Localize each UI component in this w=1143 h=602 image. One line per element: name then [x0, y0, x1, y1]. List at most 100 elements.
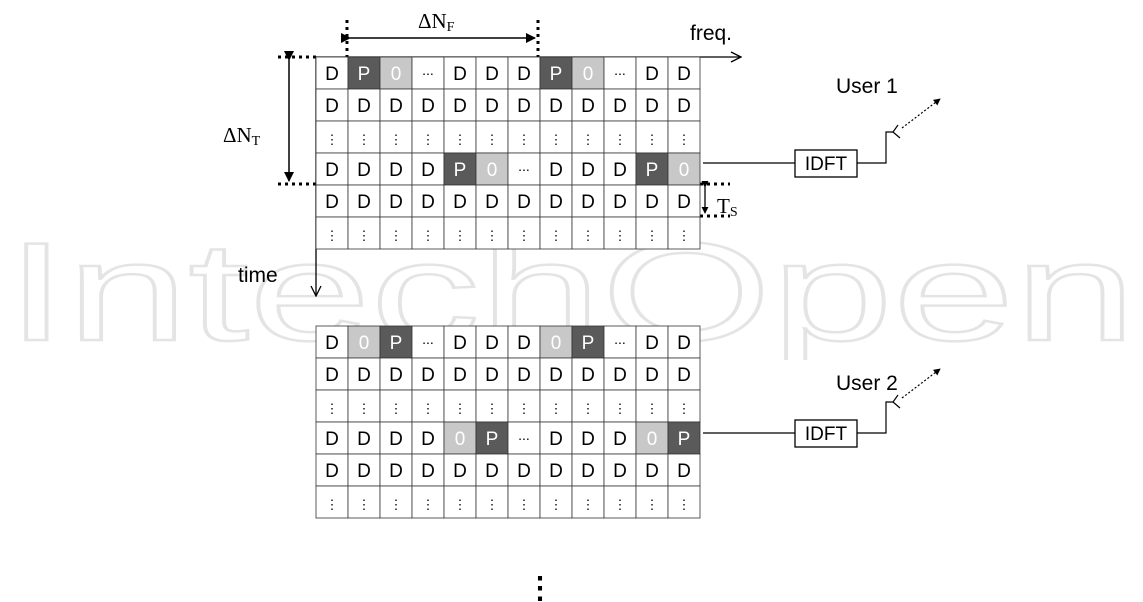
grid-cell-symbol: D — [645, 192, 659, 213]
grid-cell — [411, 120, 445, 154]
grid-cell-symbol: ⋮ — [326, 497, 339, 512]
grid-cell — [411, 56, 445, 90]
grid-cell-symbol: ⋮ — [358, 228, 371, 243]
grid-cell-symbol: D — [389, 96, 403, 117]
grid-cell — [667, 485, 701, 519]
grid-cell — [667, 152, 701, 186]
grid-cell-symbol: ⋮ — [486, 228, 499, 243]
grid-cell — [571, 216, 605, 250]
grid-cell-symbol: D — [453, 96, 467, 117]
grid-cell-symbol: ⋮ — [422, 132, 435, 147]
grid-cell — [539, 485, 573, 519]
grid-cell-symbol: D — [453, 461, 467, 482]
grid-cell-symbol: ⋮ — [582, 497, 595, 512]
grid-cell-symbol: ⋮ — [454, 401, 467, 416]
grid-cell-symbol: ⋮ — [678, 401, 691, 416]
grid-cell-symbol: D — [325, 192, 339, 213]
grid-cell-symbol: D — [581, 461, 595, 482]
grid-cell-symbol: ⋮ — [358, 401, 371, 416]
grid-cell — [443, 184, 477, 218]
grid-cell-symbol: ⋮ — [486, 132, 499, 147]
grid-cell-symbol: D — [645, 365, 659, 386]
grid-cell-symbol: D — [517, 64, 531, 85]
grid-cell-symbol: D — [645, 461, 659, 482]
grid-cell-symbol: D — [517, 365, 531, 386]
grid-cell-symbol: ⋮ — [326, 228, 339, 243]
grid-cell-symbol: D — [357, 461, 371, 482]
grid-cell-symbol: D — [581, 192, 595, 213]
grid-cell-symbol: D — [549, 429, 563, 450]
grid-cell-symbol: D — [485, 461, 499, 482]
grid-cell — [443, 389, 477, 423]
grid-cell-symbol: ⋮ — [582, 132, 595, 147]
grid-cell — [347, 421, 381, 455]
grid-cell-symbol: ⋮ — [326, 401, 339, 416]
grid-cell-symbol: 0 — [487, 160, 498, 181]
grid-cell-symbol: D — [677, 96, 691, 117]
grid-cell — [635, 216, 669, 250]
grid-cell-symbol: ⋮ — [454, 497, 467, 512]
grid-cell-symbol: 0 — [583, 64, 594, 85]
grid-cell — [347, 453, 381, 487]
signal-icon-user-1 — [901, 98, 941, 129]
grid-cell-symbol: D — [325, 96, 339, 117]
grid-cell-symbol: ⋮ — [678, 228, 691, 243]
grid-cell-symbol: D — [549, 96, 563, 117]
grid-cell — [443, 325, 477, 359]
grid-cell-symbol: D — [389, 192, 403, 213]
grid-cell-symbol: ⋮ — [422, 497, 435, 512]
grid-cell-symbol: D — [389, 160, 403, 181]
grid-cell — [443, 56, 477, 90]
grid-cell-symbol: ⋮ — [614, 228, 627, 243]
grid-cell-symbol: 0 — [391, 64, 402, 85]
grid-cell-symbol: D — [517, 96, 531, 117]
grid-cell-symbol: ... — [614, 331, 626, 347]
grid-cell — [507, 88, 541, 122]
grid-cell-symbol: 0 — [551, 333, 562, 354]
grid-cell — [667, 88, 701, 122]
grid-cell-symbol: D — [485, 96, 499, 117]
grid-cell — [635, 357, 669, 391]
grid-cell — [443, 453, 477, 487]
grid-cell — [571, 184, 605, 218]
grid-cell — [667, 357, 701, 391]
grid-cell-symbol: 0 — [455, 429, 466, 450]
grid-cell-symbol: ... — [518, 158, 530, 174]
grid-cell — [411, 216, 445, 250]
grid-cell-symbol: ⋮ — [646, 401, 659, 416]
grid-cell — [571, 88, 605, 122]
grid-cell-symbol: ⋮ — [454, 228, 467, 243]
grid-cell-symbol: P — [550, 64, 563, 85]
grid-cell-symbol: D — [581, 365, 595, 386]
grid-cell-symbol: 0 — [647, 429, 658, 450]
grid-cell-symbol: ⋮ — [358, 497, 371, 512]
svg-text:ΔNF: ΔNF — [418, 9, 455, 35]
grid-cell — [315, 120, 349, 154]
grid-cell — [443, 357, 477, 391]
grid-cell-symbol: D — [485, 192, 499, 213]
grid-cell-symbol: D — [645, 64, 659, 85]
grid-cell-symbol: ⋮ — [678, 132, 691, 147]
grid-cell-symbol: ⋮ — [518, 228, 531, 243]
grid-cell — [507, 453, 541, 487]
grid-cell-symbol: ⋮ — [550, 228, 563, 243]
idft-label-user-2: IDFT — [805, 424, 848, 445]
grid-cell — [443, 216, 477, 250]
grid-cell — [411, 325, 445, 359]
grid-cell-symbol: D — [581, 160, 595, 181]
grid-cell — [667, 421, 701, 455]
grid-cell-symbol: ... — [614, 62, 626, 78]
grid-cell-symbol: P — [486, 429, 499, 450]
grid-cell-symbol: D — [613, 160, 627, 181]
grid-cell-symbol: D — [421, 365, 435, 386]
delta-nt-sub: T — [252, 134, 261, 149]
grid-cell-symbol: ⋮ — [390, 401, 403, 416]
grid-cell-symbol: ⋮ — [390, 132, 403, 147]
grid-cell — [507, 421, 541, 455]
grid-cell — [315, 88, 349, 122]
grid-cell — [475, 216, 509, 250]
grid-cell-symbol: D — [613, 192, 627, 213]
grid-cell — [315, 184, 349, 218]
